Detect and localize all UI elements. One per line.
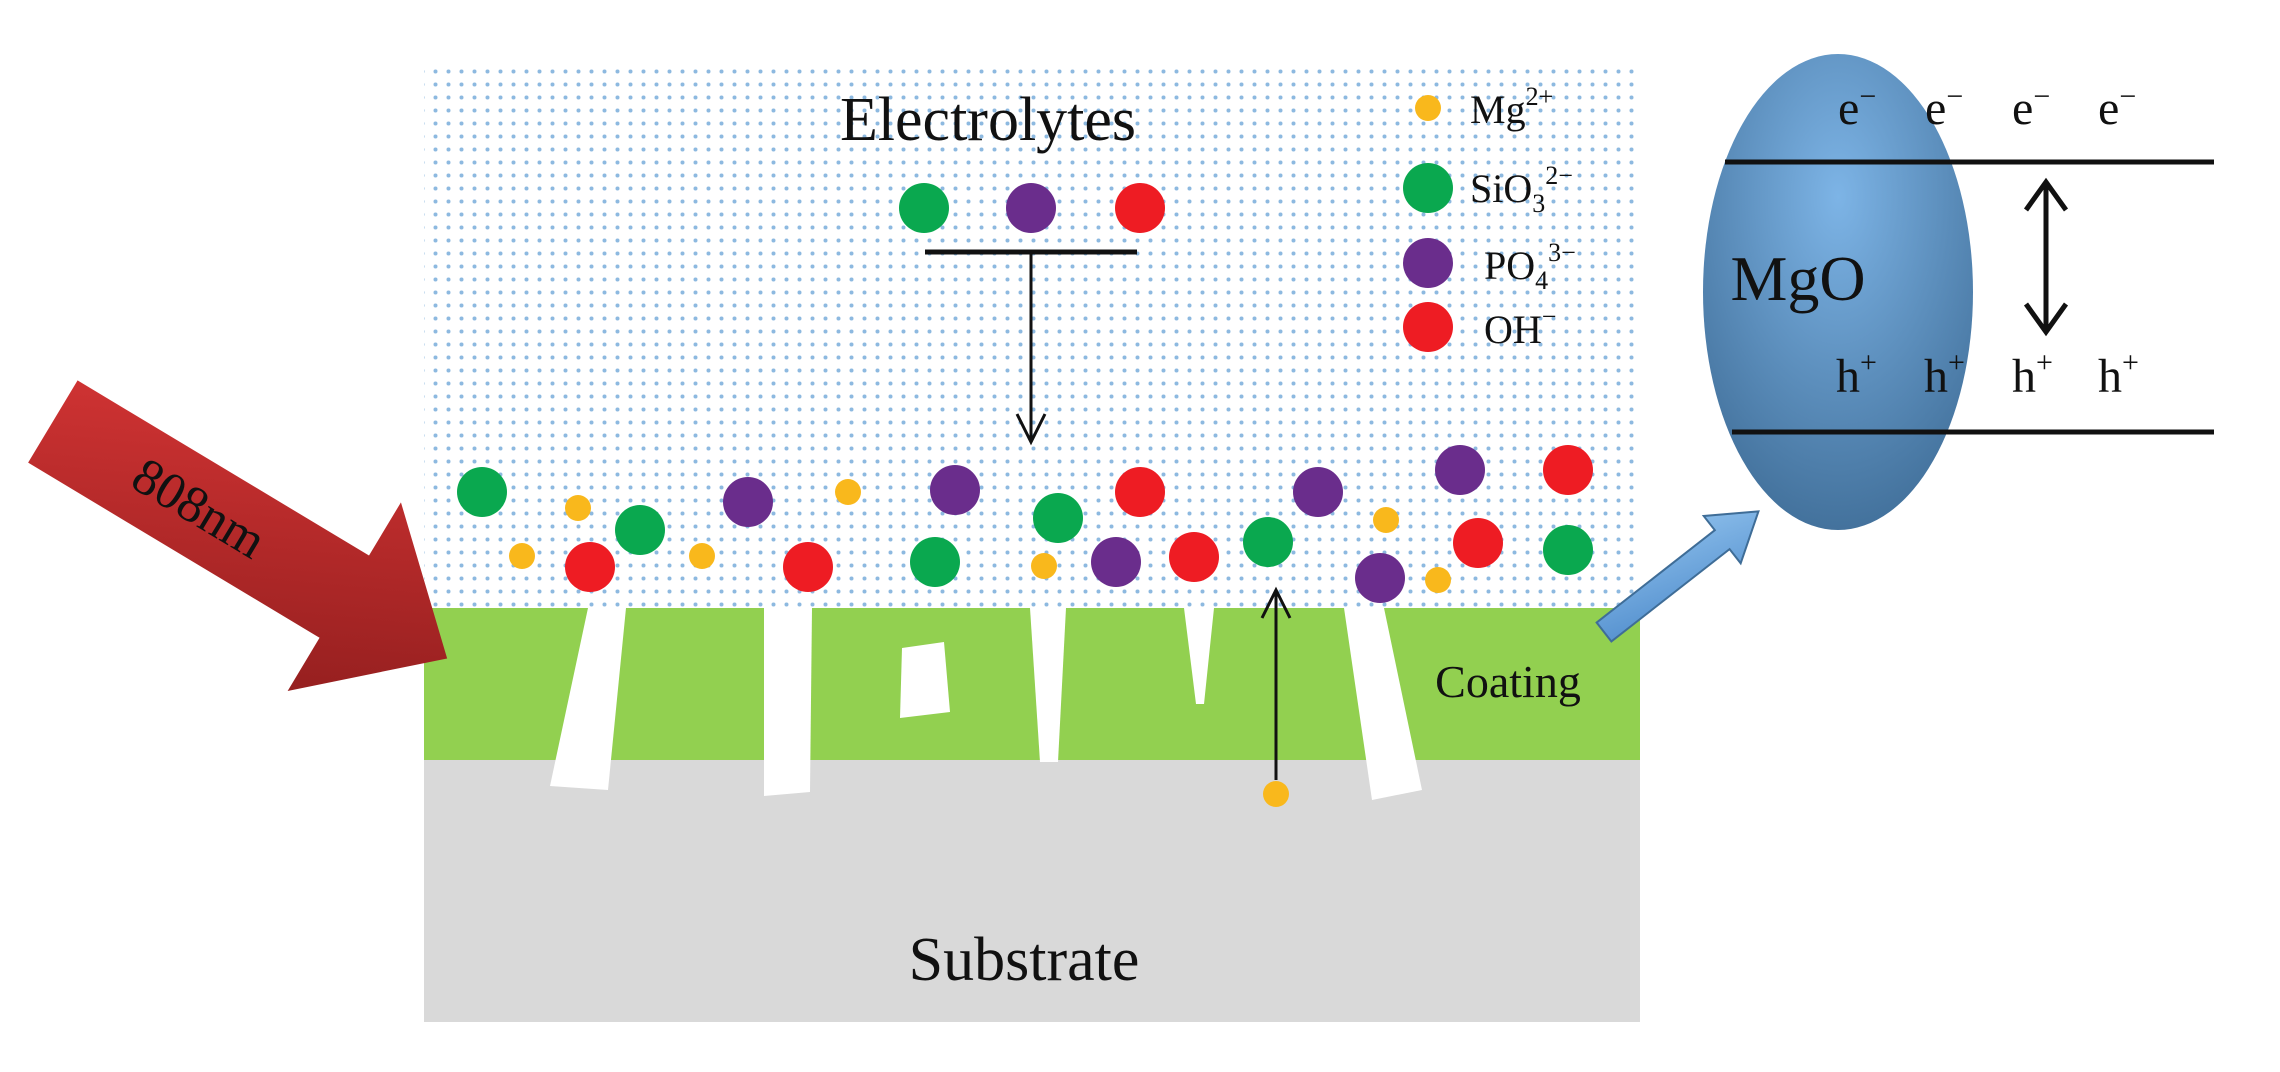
oh-ion <box>1115 467 1165 517</box>
transport-arrow-down <box>925 249 1137 446</box>
sio3-ion <box>1243 517 1293 567</box>
oh-ion <box>1115 183 1165 233</box>
pointer-arrow <box>1595 510 1760 643</box>
legend-label: OH− <box>1484 302 1556 352</box>
mg-ion <box>1373 507 1399 533</box>
sio3-ion <box>899 183 949 233</box>
coating-pores <box>550 608 1422 800</box>
electron: e− <box>2012 80 2050 135</box>
electron: e− <box>2098 80 2136 135</box>
mgo-label: MgO <box>1730 243 1865 314</box>
mg-ion <box>1263 781 1289 807</box>
legend-item-sio3: SiO32− <box>1403 161 1573 218</box>
oh-ion <box>1543 445 1593 495</box>
mg-ion <box>1031 553 1057 579</box>
hole: h+ <box>1924 346 1965 403</box>
sio3-ion <box>910 537 960 587</box>
substrate-layer <box>424 760 1640 1022</box>
incoming-ions <box>899 183 1165 233</box>
sio3-ion <box>1543 525 1593 575</box>
legend-swatch <box>1415 95 1441 121</box>
oh-ion <box>783 542 833 592</box>
po4-ion <box>1293 467 1343 517</box>
sio3-ion <box>457 467 507 517</box>
oh-ion <box>1453 518 1503 568</box>
substrate-label: Substrate <box>909 926 1140 994</box>
arrow-up-right-icon <box>1595 510 1760 643</box>
legend-swatch <box>1403 302 1453 352</box>
mg-ion <box>565 495 591 521</box>
pore-cavity <box>900 642 950 718</box>
po4-ion <box>1091 537 1141 587</box>
mg-ion <box>835 479 861 505</box>
pore-channel <box>764 608 812 796</box>
oh-ion <box>565 542 615 592</box>
legend-label: PO43− <box>1484 238 1576 295</box>
oh-ion <box>1169 532 1219 582</box>
pore-channel <box>1344 608 1422 800</box>
transport-arrow-up <box>1260 586 1292 780</box>
legend-swatch <box>1403 238 1453 288</box>
electrons: e− e− e− e− <box>1838 80 2136 135</box>
mg-ion <box>689 543 715 569</box>
pore-channel <box>1030 608 1066 762</box>
legend-item-po4: PO43− <box>1403 238 1576 295</box>
legend-label: SiO32− <box>1470 161 1573 218</box>
po4-ion <box>930 465 980 515</box>
legend-item-mg: Mg2+ <box>1415 82 1553 132</box>
hole: h+ <box>1836 346 1877 403</box>
legend-item-oh: OH− <box>1403 302 1556 352</box>
surface-ions <box>457 445 1593 807</box>
hole: h+ <box>2012 346 2053 403</box>
electrolytes-label: Electrolytes <box>840 86 1136 154</box>
po4-ion <box>1006 183 1056 233</box>
legend-label: Mg2+ <box>1470 82 1553 132</box>
pore-channel <box>1184 608 1214 704</box>
band-gap-arrow <box>2023 177 2069 337</box>
arrow-right-icon <box>28 380 448 691</box>
sio3-ion <box>1033 493 1083 543</box>
sio3-ion <box>615 505 665 555</box>
mgo-particle <box>1703 54 1973 530</box>
po4-ion <box>1355 553 1405 603</box>
holes: h+ h+ h+ h+ <box>1836 346 2139 403</box>
po4-ion <box>1435 445 1485 495</box>
po4-ion <box>723 477 773 527</box>
mg-ion <box>509 543 535 569</box>
legend: Mg2+ SiO32− PO43− OH− <box>1403 82 1576 352</box>
hole: h+ <box>2098 346 2139 403</box>
legend-swatch <box>1403 163 1453 213</box>
electron: e− <box>1838 80 1876 135</box>
coating-label: Coating <box>1435 656 1581 707</box>
electron: e− <box>1925 80 1963 135</box>
mg-ion <box>1425 567 1451 593</box>
pore-channel <box>550 608 626 790</box>
